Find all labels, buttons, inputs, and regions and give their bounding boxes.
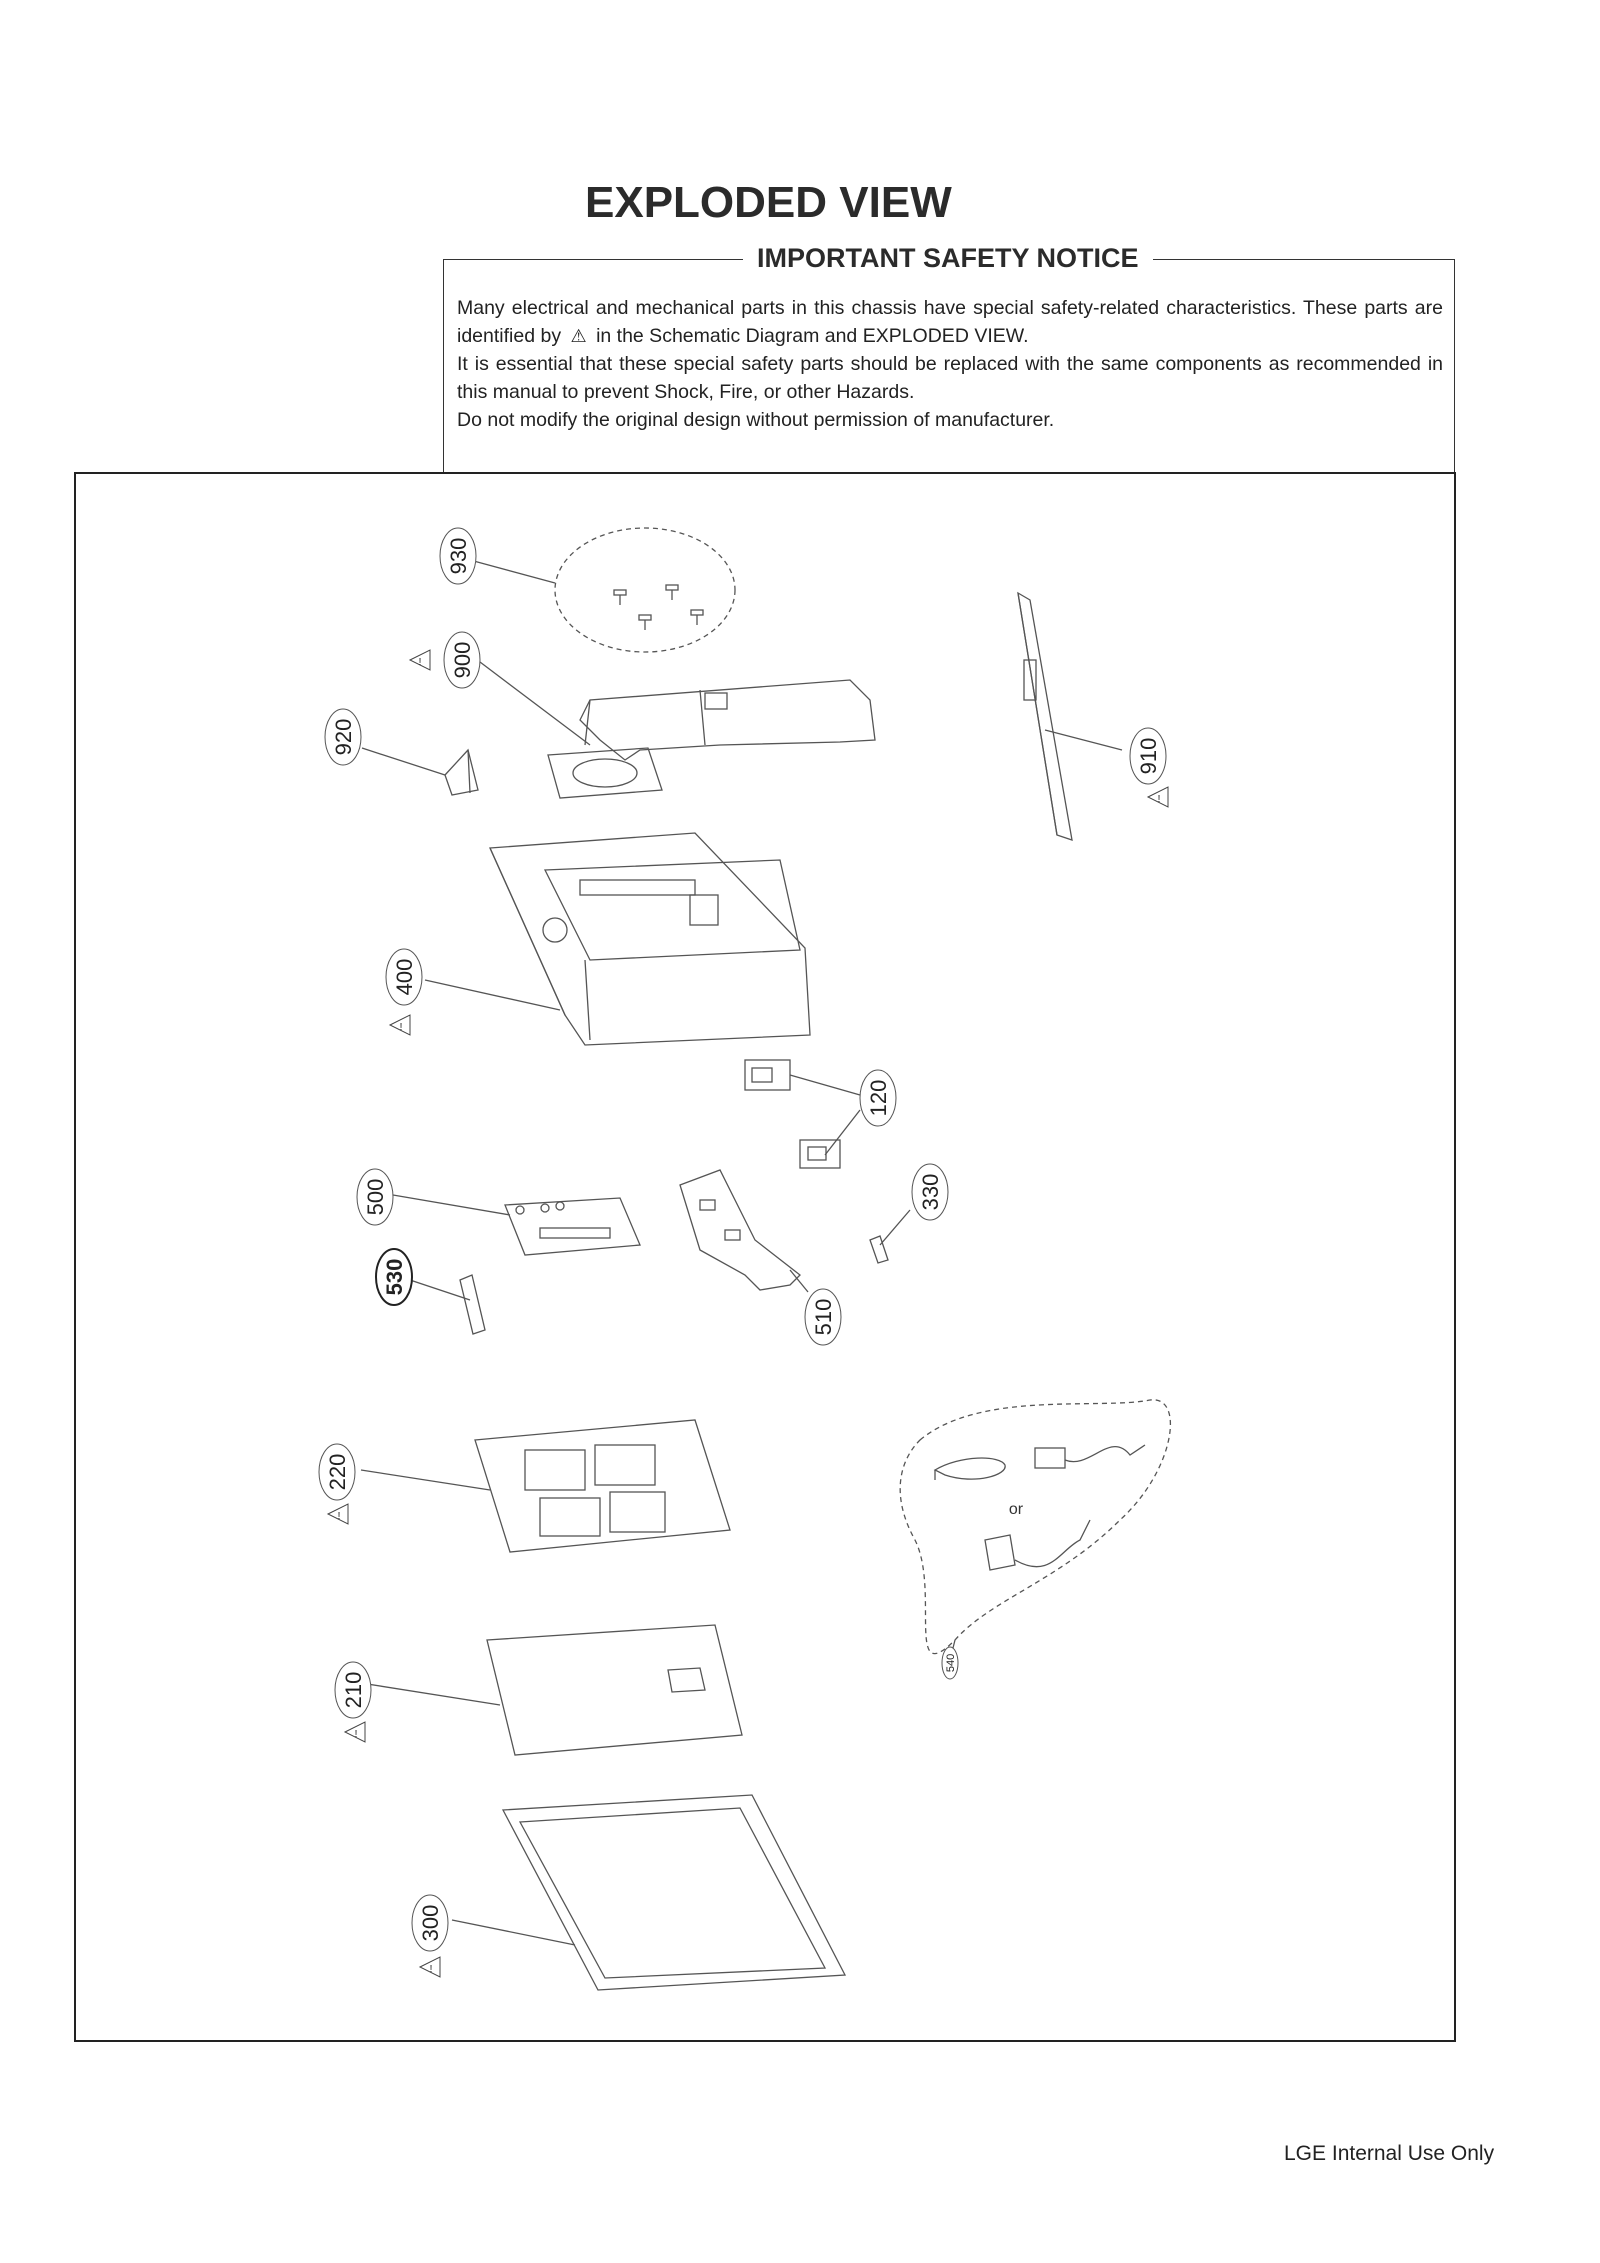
callout-400: 400 ! (385, 948, 423, 1036)
svg-text:!: ! (338, 1511, 341, 1522)
screw-icon (665, 584, 679, 600)
safety-notice-line1b: in the Schematic Diagram and EXPLODED VI… (596, 325, 1029, 347)
callout-920: 920 (324, 708, 362, 766)
callout-300: 300 ! (411, 1894, 449, 1978)
callout-label-900: 900 (450, 642, 475, 679)
stand-neck-part (547, 679, 876, 799)
callout-910: 910 ! (1129, 727, 1169, 808)
callout-label-210: 210 (341, 1672, 366, 1709)
ac-adapter-part (1034, 1444, 1146, 1469)
wall-adapter-part (984, 1519, 1091, 1571)
safety-notice-line1a: Many electrical and mechanical parts in … (457, 297, 1443, 347)
callout-label-330: 330 (918, 1174, 943, 1211)
screws-group-outline (554, 527, 736, 653)
safety-warning-icon (408, 649, 431, 671)
callout-label-920: 920 (331, 719, 356, 756)
callout-500: 500 (356, 1168, 394, 1226)
callout-540: 540 (941, 1646, 959, 1680)
svg-text:!: ! (355, 1729, 358, 1740)
svg-text:!: ! (400, 1022, 403, 1033)
callout-label-510: 510 (811, 1299, 836, 1336)
callout-930: 930 (439, 527, 477, 585)
safety-warning-icon (418, 1956, 441, 1978)
svg-text:!: ! (419, 657, 422, 668)
screw-icon (690, 609, 704, 625)
callout-530: 530 (375, 1248, 413, 1306)
back-cover-part (489, 832, 811, 1046)
stand-base-plate-part (1017, 591, 1073, 841)
callout-label-930: 930 (446, 538, 471, 575)
small-bracket-part (869, 1235, 889, 1264)
lcd-module-part (486, 1624, 743, 1756)
callout-120: 120 (859, 1069, 897, 1127)
sub-board-part (459, 1274, 486, 1335)
callout-210: 210 ! (334, 1661, 372, 1743)
cable-holder-part (444, 748, 479, 796)
safety-notice-line3: Do not modify the original design withou… (457, 409, 1055, 431)
safety-warning-icon (326, 1503, 349, 1525)
rear-frame-part (474, 1419, 731, 1553)
callout-label-120: 120 (866, 1080, 891, 1117)
safety-notice-paragraph-1: Many electrical and mechanical parts in … (457, 294, 1443, 350)
callout-510: 510 (804, 1288, 842, 1346)
svg-text:!: ! (430, 1964, 433, 1975)
exploded-view-frame (74, 472, 1456, 2042)
power-cord-part (933, 1457, 1006, 1480)
svg-text:!: ! (1158, 794, 1161, 805)
adapter-option-text: or (1009, 1501, 1024, 1518)
callout-900: 900 ! (408, 631, 481, 689)
safety-warning-icon (343, 1721, 366, 1743)
safety-warning-icon (1146, 786, 1169, 808)
screw-icon (613, 589, 627, 605)
front-cabinet-part (501, 1794, 847, 1991)
callout-220: 220 ! (318, 1443, 356, 1525)
page-title: EXPLODED VIEW (585, 178, 952, 227)
callout-label-910: 910 (1136, 738, 1161, 775)
warning-icon: ⚠ (570, 326, 587, 346)
safety-warning-icon (388, 1014, 411, 1036)
callout-label-220: 220 (325, 1454, 350, 1491)
callout-label-500: 500 (363, 1179, 388, 1216)
footer-text: LGE Internal Use Only (1284, 2142, 1495, 2165)
callout-label-530: 530 (382, 1259, 407, 1296)
main-board-part (504, 1197, 641, 1256)
adapter-group-outline (899, 1399, 1171, 1655)
callout-label-540: 540 (945, 1654, 957, 1672)
screw-icon (638, 614, 652, 630)
callout-label-400: 400 (392, 959, 417, 996)
safety-notice-line2: It is essential that these special safet… (457, 353, 1443, 403)
safety-notice-text: Many electrical and mechanical parts in … (457, 294, 1443, 434)
callout-330: 330 (911, 1163, 949, 1221)
power-board-part (679, 1169, 801, 1291)
callout-label-300: 300 (418, 1905, 443, 1942)
safety-notice-heading: IMPORTANT SAFETY NOTICE (743, 243, 1153, 274)
